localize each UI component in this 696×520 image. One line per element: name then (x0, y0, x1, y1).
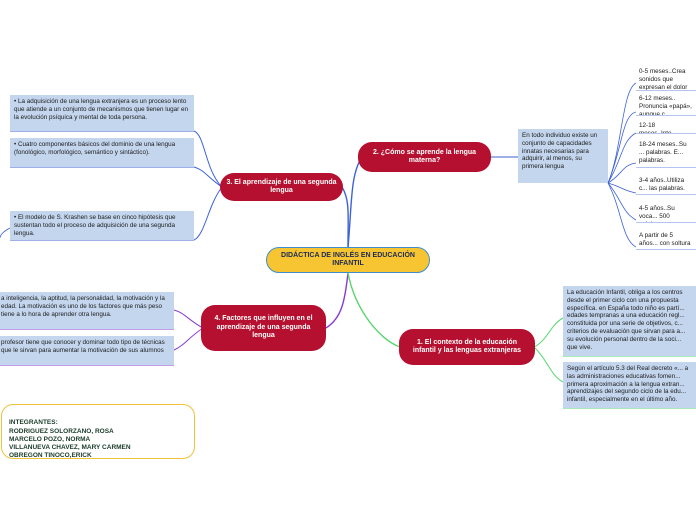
t2-stage-2[interactable]: 6-12 meses.. Pronuncia «papá», aunque c.… (636, 93, 696, 115)
t1-note-2[interactable]: Según el artículo 5.3 del Real decreto «… (563, 362, 696, 408)
t2-stage-2-text: 6-12 meses.. Pronuncia «papá», aunque c.… (639, 95, 692, 115)
t4-note-1-text: a inteligencia, la aptitud, la personali… (1, 295, 165, 318)
t2-stage-7[interactable]: A partir de 5 años... con soltura (636, 230, 696, 249)
t2-stage-1[interactable]: 0-5 meses..Crea sonidos que expresan el … (636, 66, 696, 90)
t3-note-1-text: • La adquisición de una lengua extranjer… (14, 98, 188, 121)
t2-stage-3-text: 12-18 meses..Inte... (639, 122, 677, 133)
t4-note-2[interactable]: profesor tiene que conocer y dominar tod… (0, 336, 174, 365)
t2-stage-1-text: 0-5 meses..Crea sonidos que expresan el … (639, 68, 688, 90)
t2-stage-5-text: 3-4 años..Utiliza c... las palabras. (639, 177, 685, 192)
t4-note-2-text: profesor tiene que conocer y dominar tod… (1, 339, 165, 354)
t2-stage-3[interactable]: 12-18 meses..Inte... (636, 120, 696, 133)
members-box[interactable]: INTEGRANTES: RODRIGUEZ SOLORZANO, ROSA M… (1, 404, 195, 459)
t2-intro-text: En todo individuo existe un conjunto de … (522, 132, 598, 171)
t2-stage-7-text: A partir de 5 años... con soltura (639, 232, 691, 247)
t3-note-2-text: • Cuatro componentes básicos del dominio… (14, 141, 176, 156)
link-center-t3 (341, 186, 349, 248)
t2-stage-6-text: 4-5 años..Su voca... 500 palabras (639, 205, 675, 222)
t1-note-1-text: La educación Infantil, obliga a los cent… (567, 289, 686, 351)
central-topic[interactable]: DIDÁCTICA DE INGLÉS EN EDUCACIÓN INFANTI… (266, 247, 430, 273)
t4-note-1[interactable]: a inteligencia, la aptitud, la personali… (0, 292, 174, 329)
link-center-t2 (347, 156, 363, 248)
t3-note-3-text: • El modelo de S. Krashen se base en cin… (14, 214, 176, 237)
members-text: INTEGRANTES: RODRIGUEZ SOLORZANO, ROSA M… (9, 419, 131, 460)
t1-note-2-text: Según el artículo 5.3 del Real decreto «… (567, 365, 689, 404)
central-topic-label: DIDÁCTICA DE INGLÉS EN EDUCACIÓN INFANTI… (281, 252, 415, 267)
topic-2-node[interactable]: 2. ¿Cómo se aprende la lengua materna? (358, 142, 491, 172)
topic-4-label: 4. Factores que influyen en el aprendiza… (214, 315, 313, 340)
topic-4-node[interactable]: 4. Factores que influyen en el aprendiza… (201, 305, 326, 351)
topic-3-node[interactable]: 3. El aprendizaje de una segunda lengua (220, 173, 343, 201)
t2-stage-5[interactable]: 3-4 años..Utiliza c... las palabras. (636, 175, 696, 194)
topic-1-label: 1. El contexto de la educación infantil … (412, 338, 522, 355)
t3-note-3[interactable]: • El modelo de S. Krashen se base en cin… (10, 211, 194, 240)
link-center-t4 (325, 272, 349, 329)
t2-stage-6[interactable]: 4-5 años..Su voca... 500 palabras (636, 203, 696, 222)
t2-stage-4-text: 18-24 meses..Su ... palabras. E... palab… (639, 141, 687, 164)
t2-stage-4[interactable]: 18-24 meses..Su ... palabras. E... palab… (636, 139, 696, 167)
t3-note-1[interactable]: • La adquisición de una lengua extranjer… (10, 95, 194, 131)
topic-2-label: 2. ¿Cómo se aprende la lengua materna? (372, 148, 477, 165)
link-center-t1 (347, 272, 401, 348)
topic-3-label: 3. El aprendizaje de una segunda lengua (226, 178, 337, 195)
t3-note-2[interactable]: • Cuatro componentes básicos del dominio… (10, 138, 194, 167)
t1-note-1[interactable]: La educación Infantil, obliga a los cent… (563, 286, 696, 356)
topic-1-node[interactable]: 1. El contexto de la educación infantil … (399, 329, 535, 365)
t2-intro-note[interactable]: En todo individuo existe un conjunto de … (518, 129, 608, 183)
